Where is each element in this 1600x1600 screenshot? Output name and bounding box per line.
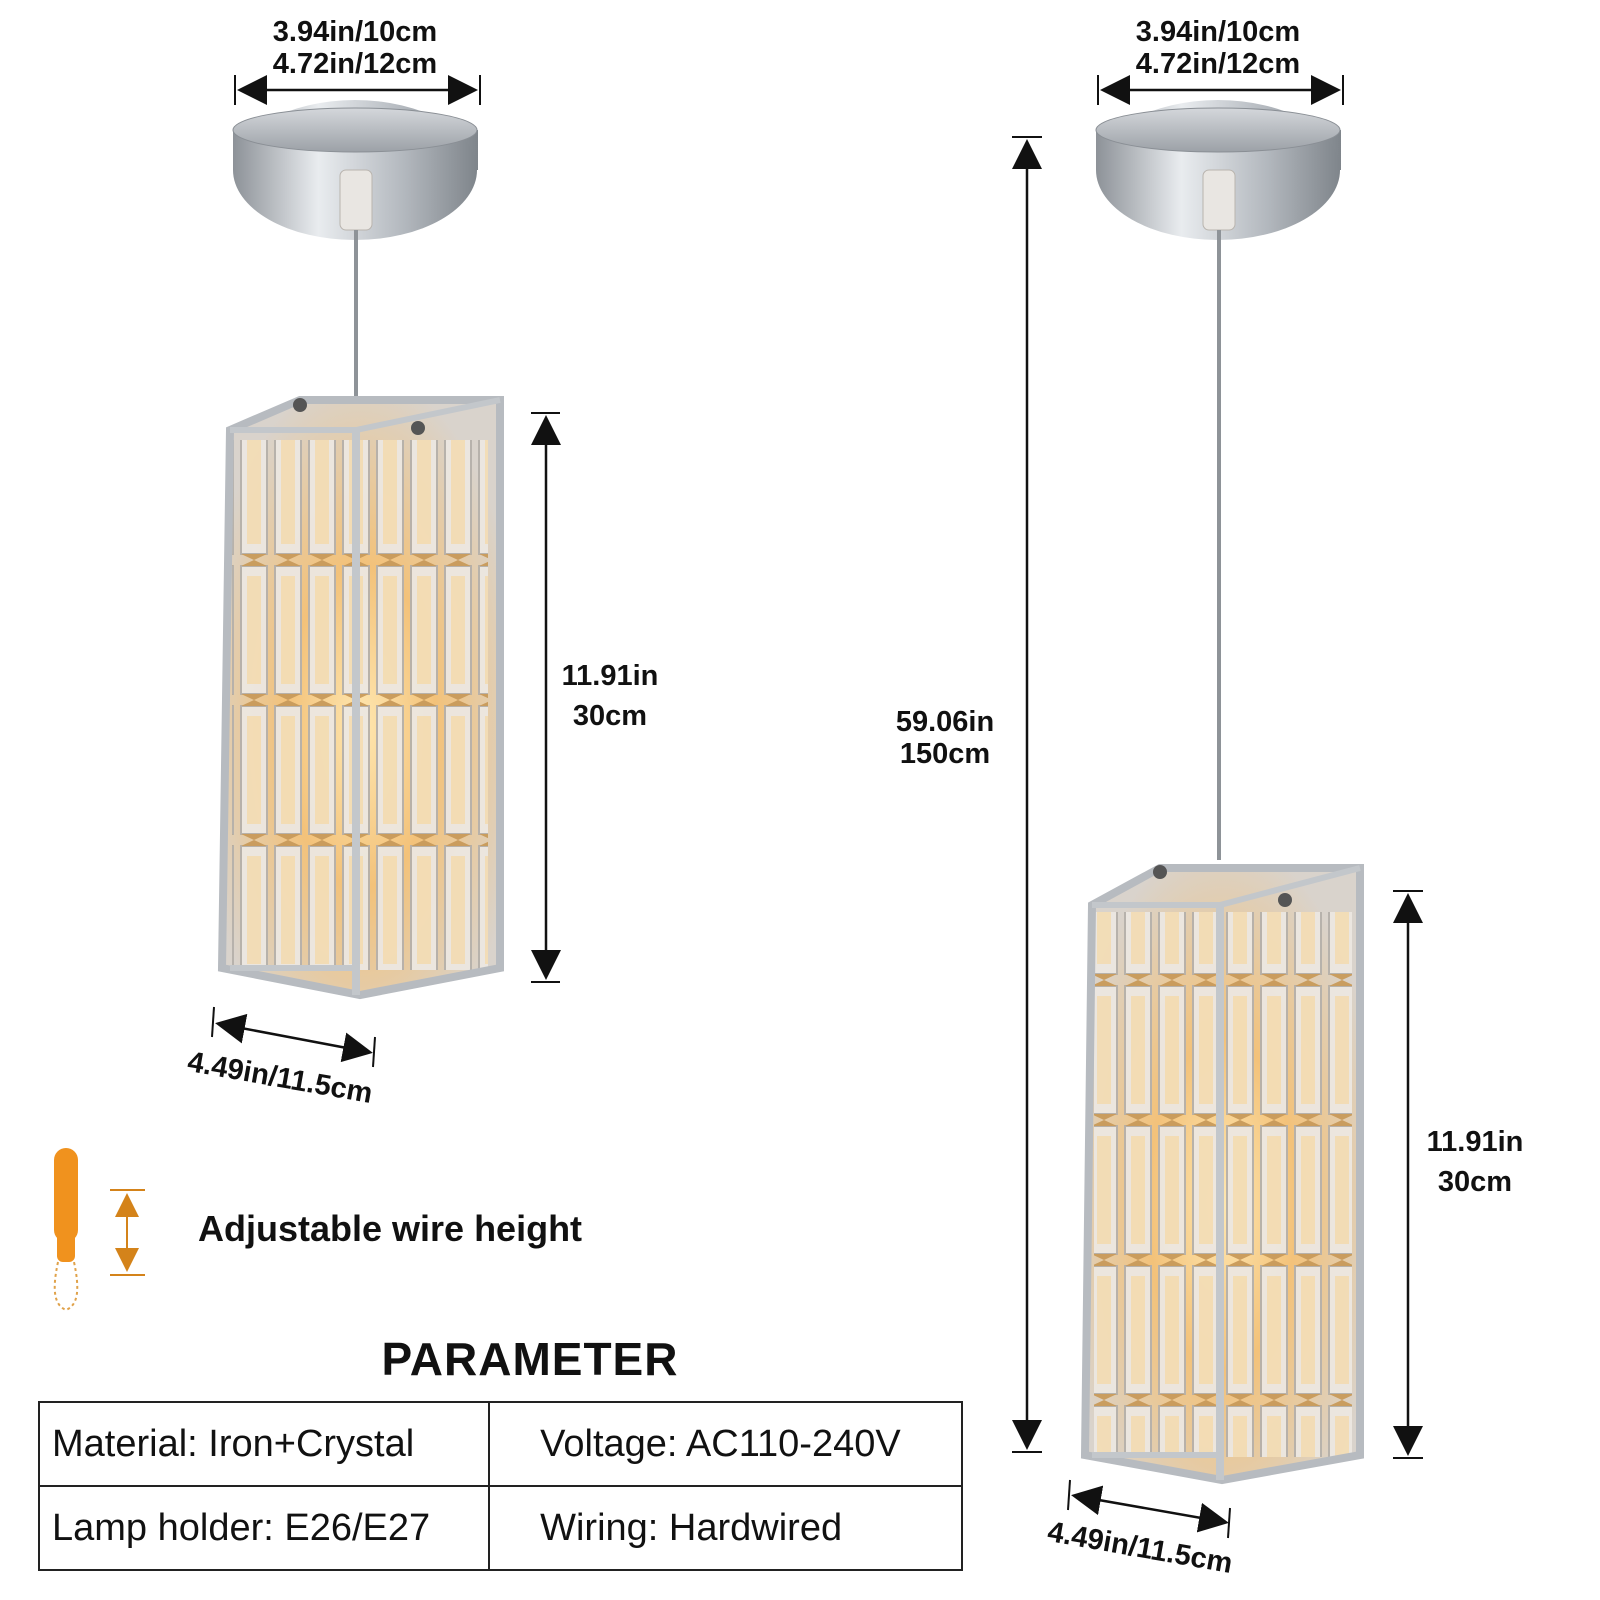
param-wiring: Wiring: Hardwired — [488, 1485, 963, 1571]
left-shade-width-dimension — [211, 1006, 376, 1068]
left-shade-height-in: 11.91in — [561, 660, 659, 692]
parameter-table: Material: Iron+Crystal Voltage: AC110-24… — [37, 1401, 963, 1571]
param-material: Material: Iron+Crystal — [37, 1401, 491, 1487]
left-lamp — [217, 100, 504, 1000]
right-total-height-dimension — [1012, 136, 1042, 1453]
right-shade-height-in: 11.91in — [1426, 1126, 1524, 1158]
right-canopy-label: 3.94in/10cm 4.72in/12cm — [1103, 16, 1333, 80]
feature-label: Adjustable wire height — [198, 1208, 583, 1249]
wire-adjust-arrow — [110, 1189, 145, 1276]
right-canopy-dim-1: 3.94in/10cm — [1135, 16, 1301, 48]
left-shade — [217, 396, 504, 1000]
left-shade-height-dimension — [531, 412, 561, 983]
param-lamp-holder: Lamp holder: E26/E27 — [37, 1485, 491, 1571]
right-total-height-in: 59.06in — [895, 706, 995, 738]
right-shade-width-dimension — [1067, 1479, 1231, 1539]
right-total-height-label: 59.06in 150cm — [880, 706, 1010, 770]
left-shade-height-cm: 30cm — [572, 700, 648, 732]
right-lamp — [1080, 100, 1364, 1485]
left-canopy-dim-1: 3.94in/10cm — [272, 16, 438, 48]
left-canopy-label: 3.94in/10cm 4.72in/12cm — [240, 16, 470, 80]
right-shade-height-label: 11.91in 30cm — [1405, 1126, 1545, 1198]
wire-clip-icon — [53, 1148, 79, 1312]
right-canopy-dim-2: 4.72in/12cm — [1135, 48, 1301, 80]
param-voltage: Voltage: AC110-240V — [488, 1401, 963, 1487]
right-canopy-dimension — [1097, 75, 1344, 105]
right-total-height-cm: 150cm — [899, 738, 991, 770]
right-canopy — [1095, 100, 1341, 240]
parameter-title: PARAMETER — [381, 1333, 679, 1385]
left-shade-height-label: 11.91in 30cm — [540, 660, 680, 732]
right-shade-height-dimension — [1393, 890, 1423, 1459]
left-canopy-dim-2: 4.72in/12cm — [272, 48, 438, 80]
right-shade-height-cm: 30cm — [1437, 1166, 1513, 1198]
table-row: Lamp holder: E26/E27 Wiring: Hardwired — [37, 1485, 963, 1571]
left-canopy-dimension — [234, 75, 481, 105]
left-canopy — [232, 100, 478, 240]
right-shade — [1080, 864, 1364, 1485]
table-row: Material: Iron+Crystal Voltage: AC110-24… — [37, 1401, 963, 1487]
